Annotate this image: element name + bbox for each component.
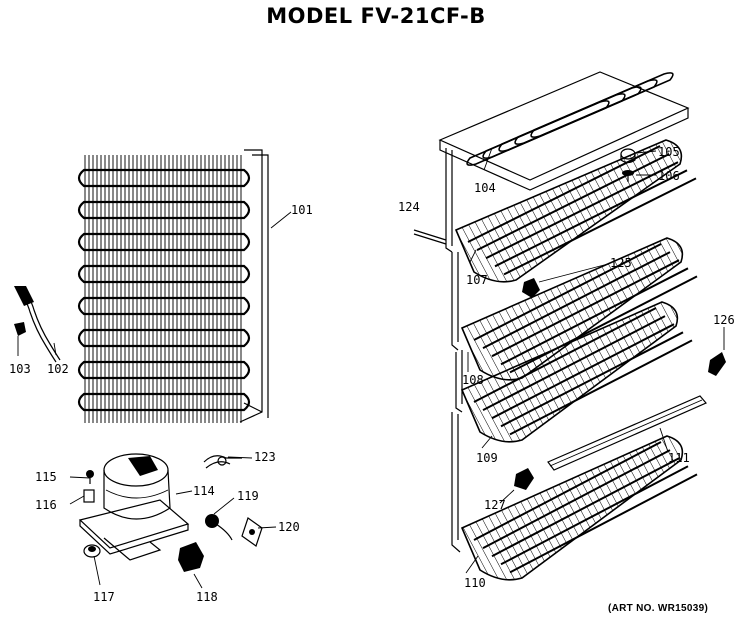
shelf-posts [445,148,463,553]
label-104: 104 [474,181,496,195]
label-102: 102 [47,362,69,376]
part-103 [14,322,26,336]
label-106: 106 [658,169,680,183]
label-101: 101 [291,203,313,217]
part-119 [205,514,233,541]
label-125: 125 [610,256,632,270]
label-115: 115 [35,470,57,484]
label-120: 120 [278,520,300,534]
part-126 [708,352,726,376]
part-116 [83,489,95,503]
label-124: 124 [398,200,420,214]
label-119: 119 [237,489,259,503]
part-118 [178,542,204,572]
label-126: 126 [713,313,735,327]
label-116: 116 [35,498,57,512]
label-108: 108 [462,373,484,387]
label-118: 118 [196,590,218,604]
label-114: 114 [193,484,215,498]
part-106 [622,170,634,182]
evaporator-top [438,71,690,191]
cord [413,229,447,241]
label-127: 127 [484,498,506,512]
label-109: 109 [476,451,498,465]
part-117 [83,544,101,558]
part-125 [522,278,540,298]
part-123 [203,455,242,469]
label-117: 117 [93,590,115,604]
part-labels: 101 102 103 104 105 106 107 108 109 110 … [9,145,735,604]
part-127 [514,468,534,490]
breaker-strip [547,395,707,471]
compressor [78,453,190,561]
leader-lines [17,147,725,589]
part-120 [241,517,263,547]
shelves [454,139,698,581]
diagram-title: MODEL FV-21CF-B [266,4,486,28]
part-105 [620,148,636,164]
label-110: 110 [464,576,486,590]
label-105: 105 [658,145,680,159]
part-115 [86,470,94,484]
label-111: 111 [668,451,690,465]
condenser [77,149,269,423]
label-107: 107 [466,273,488,287]
label-103: 103 [9,362,31,376]
art-number: (ART NO. WR15039) [608,603,709,614]
label-123: 123 [254,450,276,464]
